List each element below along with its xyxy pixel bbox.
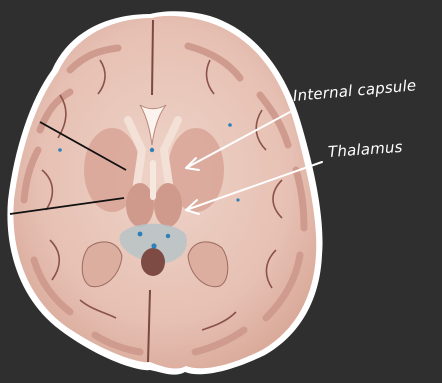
thalamus-right xyxy=(154,183,182,227)
cerebral-aqueduct xyxy=(141,248,165,276)
third-ventricle xyxy=(150,160,156,200)
longitudinal-fissure xyxy=(152,20,153,95)
thalamus-left xyxy=(126,183,154,227)
